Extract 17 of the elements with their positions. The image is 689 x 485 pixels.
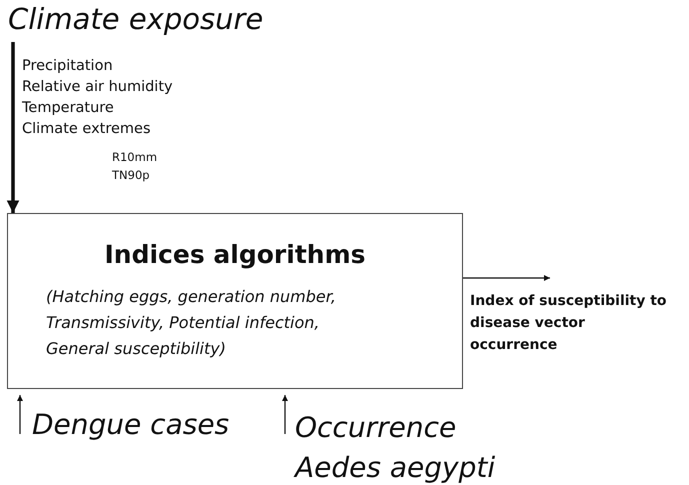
box-heading: Indices algorithms xyxy=(103,240,366,269)
index-code-label: R10mm xyxy=(112,149,158,166)
variable-label: Climate extremes xyxy=(22,120,151,139)
box-description: (Hatching eggs, generation number, Transmissivity, Potential infection, General susceptibility) xyxy=(46,286,337,360)
arrow xyxy=(282,395,288,434)
arrow xyxy=(6,42,20,213)
input-text: Dengue cases xyxy=(32,408,230,441)
output-text: Index of susceptibility to disease vector occurrence xyxy=(470,290,668,356)
variable-label: Precipitation xyxy=(22,57,113,76)
variable-label: Relative air humidity xyxy=(22,78,173,97)
input-text: Occurrence Aedes aegypti xyxy=(295,408,505,485)
arrow xyxy=(463,275,550,281)
heading-text: Climate exposure xyxy=(8,2,264,36)
index-code-label: TN90p xyxy=(112,167,150,184)
process-box xyxy=(7,213,463,389)
arrow xyxy=(17,395,23,434)
variable-label: Temperature xyxy=(22,99,114,118)
